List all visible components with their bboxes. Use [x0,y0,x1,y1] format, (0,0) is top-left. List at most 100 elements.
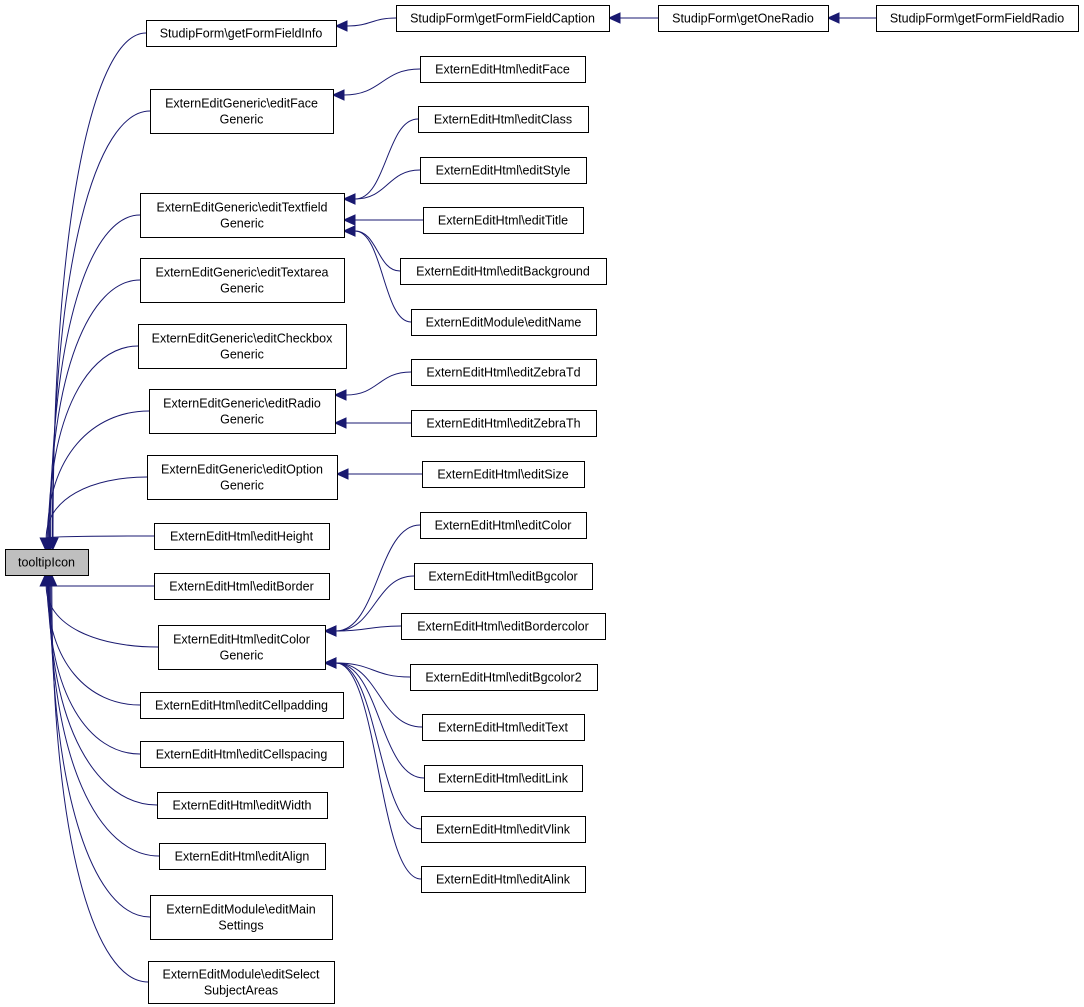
edge-line [345,371,412,396]
node-label: ExternEditHtml\editClass [434,113,572,127]
edge-edit-border-to-tooltip-icon [39,573,155,587]
node-box [658,5,829,32]
edge-line [354,230,412,323]
node-edit-size[interactable]: ExternEditHtml\editSize [422,461,585,488]
node-box [140,692,344,719]
edge-edit-cellspacing-to-tooltip-icon [42,573,141,755]
edge-line [335,524,421,632]
node-label: ExternEditGeneric\editFace [165,97,318,111]
edge-line [47,345,139,539]
edge-edit-class-to-edit-textfield-generic [342,118,419,205]
node-edit-background[interactable]: ExternEditHtml\editBackground [400,258,607,285]
node-box [411,359,597,386]
node-get-form-field-caption[interactable]: StudipForm\getFormFieldCaption [396,5,610,32]
node-box [410,664,598,691]
node-label: Generic [220,479,264,493]
node-get-form-field-info[interactable]: StudipForm\getFormFieldInfo [146,20,337,47]
node-box [401,613,606,640]
node-box [154,523,330,550]
nodes-layer: tooltipIcon StudipForm\getFormFieldInfo St… [5,5,1079,1004]
edge-line [52,32,147,539]
edge-edit-style-to-edit-textfield-generic [342,169,421,205]
node-label: ExternEditHtml\editCellspacing [156,748,328,762]
edge-edit-textarea-generic-to-tooltip-icon [43,279,141,551]
node-edit-name[interactable]: ExternEditModule\editName [411,309,597,336]
edge-edit-height-to-tooltip-icon [39,535,155,551]
node-edit-vlink[interactable]: ExternEditHtml\editVlink [421,816,586,843]
node-edit-color[interactable]: ExternEditHtml\editColor [420,512,587,539]
node-box [421,866,586,893]
node-label: Generic [220,649,264,663]
node-edit-border[interactable]: ExternEditHtml\editBorder [154,573,330,600]
node-box [140,258,345,303]
node-box [154,573,330,600]
edge-get-form-field-info-to-tooltip-icon [47,32,147,551]
node-label: SubjectAreas [204,984,278,998]
edge-arrowhead [342,225,356,237]
node-edit-cellpadding[interactable]: ExternEditHtml\editCellpadding [140,692,344,719]
node-edit-bgcolor2[interactable]: ExternEditHtml\editBgcolor2 [410,664,598,691]
edge-arrowhead [323,657,337,669]
edge-line [335,662,422,880]
node-label: Generic [220,113,264,127]
edge-line [44,535,155,539]
node-edit-title[interactable]: ExternEditHtml\editTitle [423,207,584,234]
node-box [148,961,335,1004]
node-label: ExternEditHtml\editBgcolor [428,570,577,584]
node-edit-width[interactable]: ExternEditHtml\editWidth [157,792,328,819]
node-edit-face[interactable]: ExternEditHtml\editFace [420,56,586,83]
node-edit-class[interactable]: ExternEditHtml\editClass [418,106,589,133]
edge-line [335,662,411,678]
node-edit-alink[interactable]: ExternEditHtml\editAlink [421,866,586,893]
node-edit-align[interactable]: ExternEditHtml\editAlign [159,843,326,870]
node-label: Generic [220,348,264,362]
node-edit-bgcolor[interactable]: ExternEditHtml\editBgcolor [414,563,593,590]
edge-edit-textfield-generic-to-tooltip-icon [44,214,141,551]
node-label: ExternEditModule\editSelect [162,968,320,982]
edges-layer [39,12,876,983]
node-box [147,455,338,500]
node-edit-zebra-th[interactable]: ExternEditHtml\editZebraTh [411,410,597,437]
node-label: StudipForm\getFormFieldCaption [410,12,595,26]
node-box [422,714,585,741]
node-edit-cellspacing[interactable]: ExternEditHtml\editCellspacing [140,741,344,768]
node-edit-style[interactable]: ExternEditHtml\editStyle [420,157,587,184]
node-box [138,324,347,369]
node-edit-link[interactable]: ExternEditHtml\editLink [424,765,583,792]
node-label: ExternEditHtml\editCellpadding [155,699,328,713]
node-edit-zebra-td[interactable]: ExternEditHtml\editZebraTd [411,359,597,386]
edge-edit-main-settings-to-tooltip-icon [44,573,151,918]
node-label: StudipForm\getOneRadio [672,12,814,26]
node-edit-text[interactable]: ExternEditHtml\editText [422,714,585,741]
edge-arrowhead [334,20,348,32]
node-get-form-field-radio[interactable]: StudipForm\getFormFieldRadio [876,5,1079,32]
edge-arrowhead [826,12,840,24]
node-box [424,765,583,792]
node-box [150,89,334,134]
edge-arrowhead [335,468,349,480]
node-label: ExternEditGeneric\editCheckbox [152,332,333,346]
node-tooltip-icon[interactable]: tooltipIcon [5,549,89,576]
node-box [876,5,1079,32]
node-label: ExternEditHtml\editBackground [416,265,590,279]
edge-line [46,410,150,539]
node-label: ExternEditHtml\editAlign [175,850,310,864]
edge-line [45,476,148,539]
edge-edit-bgcolor2-to-edit-color-generic [323,657,411,678]
node-box [157,792,328,819]
node-get-one-radio[interactable]: StudipForm\getOneRadio [658,5,829,32]
edge-arrowhead [323,625,337,637]
node-label: StudipForm\getFormFieldRadio [890,12,1064,26]
node-edit-bordercolor[interactable]: ExternEditHtml\editBordercolor [401,613,606,640]
node-edit-height[interactable]: ExternEditHtml\editHeight [154,523,330,550]
node-label: ExternEditHtml\editFace [435,63,570,77]
